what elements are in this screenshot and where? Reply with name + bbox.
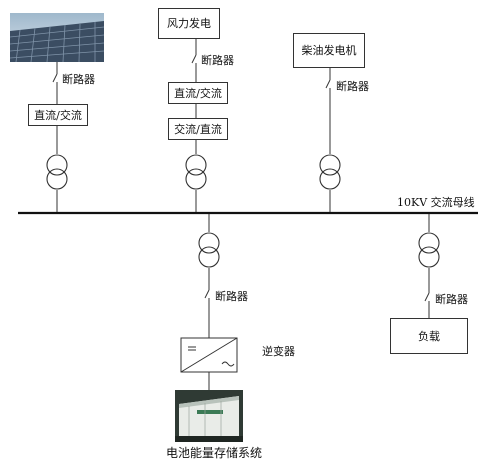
wind-transformer-icon	[185, 154, 207, 190]
storage-breaker-label: 断路器	[215, 290, 248, 303]
wind-converter-ac-dc-box: 交流/直流	[168, 118, 228, 140]
inverter-icon	[180, 337, 238, 373]
bus-label: 10KV 交流母线	[397, 196, 475, 209]
solar-panel-photo	[10, 13, 104, 62]
storage-transformer-icon	[198, 232, 220, 268]
diesel-breaker-switch	[325, 79, 331, 89]
inverter-label: 逆变器	[262, 345, 295, 358]
load-box: 负载	[390, 318, 468, 354]
wind-breaker-switch	[191, 54, 197, 64]
load-breaker-switch	[424, 292, 430, 302]
load-transformer-icon	[418, 232, 440, 268]
pv-breaker-label: 断路器	[62, 73, 95, 86]
pv-breaker-switch	[52, 73, 58, 83]
load-breaker-label: 断路器	[435, 293, 468, 306]
wind-converter-dc-ac-box: 直流/交流	[168, 82, 228, 104]
diesel-breaker-label: 断路器	[336, 80, 369, 93]
pv-transformer-icon	[46, 154, 68, 190]
wind-breaker-label: 断路器	[201, 54, 234, 67]
battery-storage-photo	[175, 390, 243, 442]
diesel-transformer-icon	[319, 154, 341, 190]
storage-breaker-switch	[204, 289, 210, 299]
wind-generator-box: 风力发电	[158, 8, 220, 39]
storage-system-label: 电池能量存储系统	[166, 446, 263, 460]
diesel-generator-box: 柴油发电机	[293, 33, 365, 68]
pv-converter-box: 直流/交流	[28, 104, 88, 126]
